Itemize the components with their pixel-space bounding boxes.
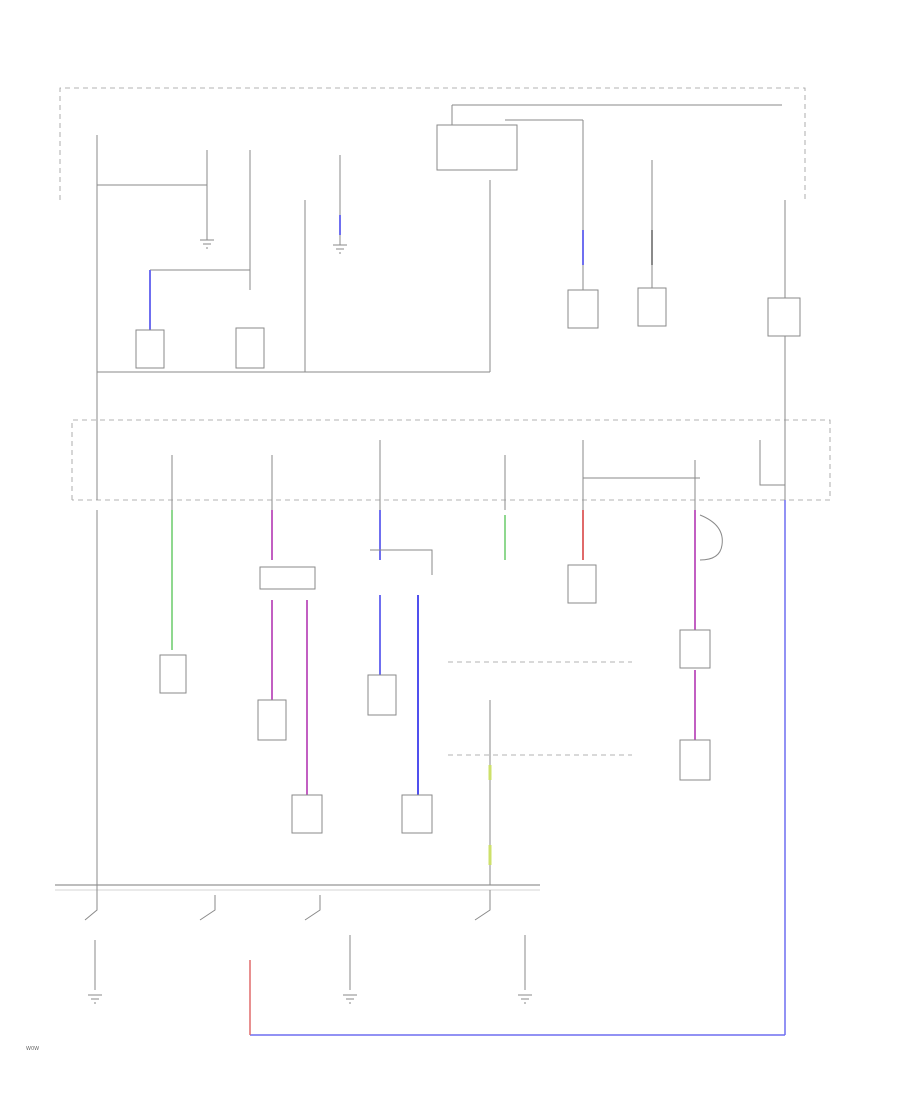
upper-wires <box>96 104 786 500</box>
lower-harness-red <box>567 510 597 604</box>
diagram-code: W0W <box>26 1046 39 1052</box>
upper-connectors <box>149 215 653 330</box>
lower-harness-blue <box>367 510 433 834</box>
upper-components <box>135 239 801 369</box>
lower-harness-violet-left <box>257 510 323 834</box>
lower-harness-green <box>96 510 187 885</box>
frames <box>55 87 831 891</box>
return-lines <box>249 500 786 1036</box>
fuse-columns <box>171 440 785 510</box>
bottom-section: W0W <box>26 885 532 1052</box>
lower-harness-violet-right <box>679 510 723 781</box>
